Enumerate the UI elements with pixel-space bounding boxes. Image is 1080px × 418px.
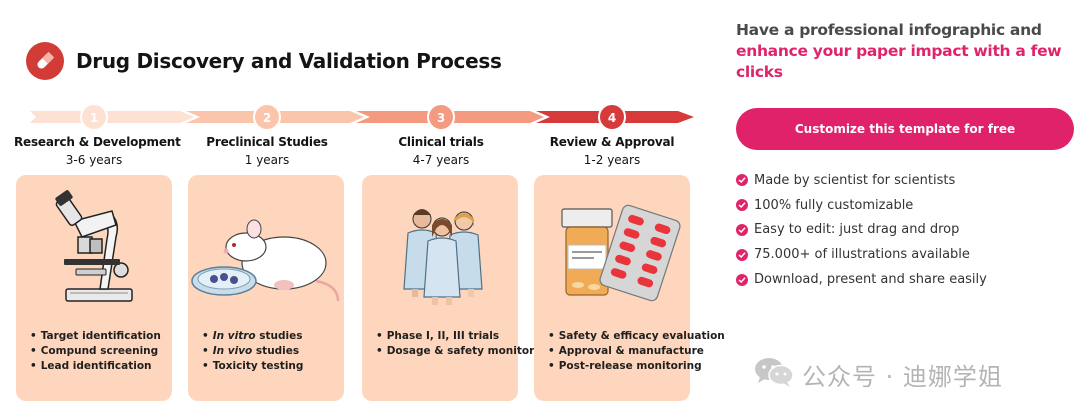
check-icon bbox=[736, 248, 748, 261]
stage-header-1: Research & Development 3-6 years bbox=[14, 135, 181, 167]
stage-marker-1: 1 bbox=[80, 103, 108, 131]
timeline: 1 2 3 4 bbox=[30, 102, 694, 132]
feature-item: Made by scientist for scientists bbox=[736, 168, 1076, 193]
microscope-illustration bbox=[16, 181, 172, 317]
stage-duration: 1-2 years bbox=[583, 153, 641, 167]
stage-card-2: In vitro studies In vivo studies Toxicit… bbox=[188, 175, 344, 401]
title-row: Drug Discovery and Validation Process bbox=[26, 42, 502, 80]
watermark-text: 公众号 · 迪娜学姐 bbox=[802, 363, 1003, 391]
watermark: 公众号 · 迪娜学姐 bbox=[754, 356, 1003, 393]
stage-marker-3: 3 bbox=[427, 103, 455, 131]
list-item: In vivo studies bbox=[202, 344, 303, 359]
list-item: In vitro studies bbox=[202, 329, 303, 344]
stage-header-4: Review & Approval 1-2 years bbox=[532, 135, 692, 167]
list-item: Target identification bbox=[30, 329, 161, 344]
card-list: In vitro studies In vivo studies Toxicit… bbox=[202, 329, 304, 374]
medication-illustration bbox=[534, 181, 690, 317]
pill-bottle bbox=[561, 208, 613, 296]
list-item: Dosage & safety monitoring bbox=[376, 344, 553, 359]
list-item: Compund screening bbox=[30, 344, 161, 359]
stage-number-3: 3 bbox=[437, 111, 445, 125]
feature-label: Easy to edit: just drag and drop bbox=[754, 222, 960, 238]
list-item: Approval & manufacture bbox=[548, 344, 725, 359]
feature-list: Made by scientist for scientists 100% fu… bbox=[736, 168, 1076, 292]
stage-number-4: 4 bbox=[608, 111, 616, 125]
feature-label: Made by scientist for scientists bbox=[754, 172, 956, 188]
page-title: Drug Discovery and Validation Process bbox=[76, 49, 502, 73]
stage-header-2: Preclinical Studies 1 years bbox=[187, 135, 347, 167]
card-list: Target identification Compund screening … bbox=[30, 329, 161, 374]
feature-item: 75.000+ of illustrations available bbox=[736, 242, 1076, 267]
stage-duration: 1 years bbox=[244, 153, 290, 167]
lab-rat-illustration bbox=[188, 181, 344, 317]
stage-header-3: Clinical trials 4-7 years bbox=[361, 135, 521, 167]
customize-template-button[interactable]: Customize this template for free bbox=[736, 108, 1074, 150]
stage-marker-4: 4 bbox=[598, 103, 626, 131]
stage-name: Review & Approval bbox=[549, 135, 675, 149]
feature-label: 100% fully customizable bbox=[754, 197, 914, 213]
list-item: Lead identification bbox=[30, 359, 161, 374]
petri-dish bbox=[191, 266, 257, 296]
check-icon bbox=[736, 273, 748, 286]
stage-number-1: 1 bbox=[90, 111, 98, 125]
feature-item: Easy to edit: just drag and drop bbox=[736, 218, 1076, 243]
stage-card-3: Phase I, II, III trials Dosage & safety … bbox=[362, 175, 553, 401]
feature-item: Download, present and share easily bbox=[736, 267, 1076, 292]
check-icon bbox=[736, 223, 748, 236]
feature-item: 100% fully customizable bbox=[736, 193, 1076, 218]
check-icon bbox=[736, 199, 748, 212]
card-list: Safety & efficacy evaluation Approval & … bbox=[548, 329, 725, 374]
promo-heading-plain: Have a professional infographic and bbox=[736, 21, 1042, 39]
stage-card-1: Target identification Compund screening … bbox=[16, 175, 172, 401]
check-icon bbox=[736, 174, 748, 187]
stage-name: Preclinical Studies bbox=[206, 135, 328, 149]
patients-illustration bbox=[362, 181, 518, 317]
stage-duration: 4-7 years bbox=[412, 153, 470, 167]
stage-name: Research & Development bbox=[14, 135, 181, 149]
stage-name: Clinical trials bbox=[398, 135, 484, 149]
promo-heading-accent: enhance your paper impact with a few cli… bbox=[736, 42, 1062, 81]
list-item: Post-release monitoring bbox=[548, 359, 725, 374]
stage-marker-2: 2 bbox=[253, 103, 281, 131]
list-item: Safety & efficacy evaluation bbox=[548, 329, 725, 344]
promo-panel: Have a professional infographic and enha… bbox=[736, 20, 1076, 292]
stage-duration: 3-6 years bbox=[65, 153, 123, 167]
stage-card-4: Safety & efficacy evaluation Approval & … bbox=[534, 175, 725, 401]
blister-pack bbox=[599, 204, 681, 302]
pill-icon bbox=[26, 42, 64, 80]
list-item: Phase I, II, III trials bbox=[376, 329, 553, 344]
stage-number-2: 2 bbox=[263, 111, 271, 125]
card-list: Phase I, II, III trials Dosage & safety … bbox=[376, 329, 553, 359]
feature-label: Download, present and share easily bbox=[754, 272, 987, 288]
promo-heading: Have a professional infographic and enha… bbox=[736, 20, 1076, 83]
feature-label: 75.000+ of illustrations available bbox=[754, 247, 970, 263]
wechat-icon bbox=[754, 356, 794, 393]
infographic: Drug Discovery and Validation Process 1 … bbox=[0, 0, 705, 418]
list-item: Toxicity testing bbox=[202, 359, 304, 374]
